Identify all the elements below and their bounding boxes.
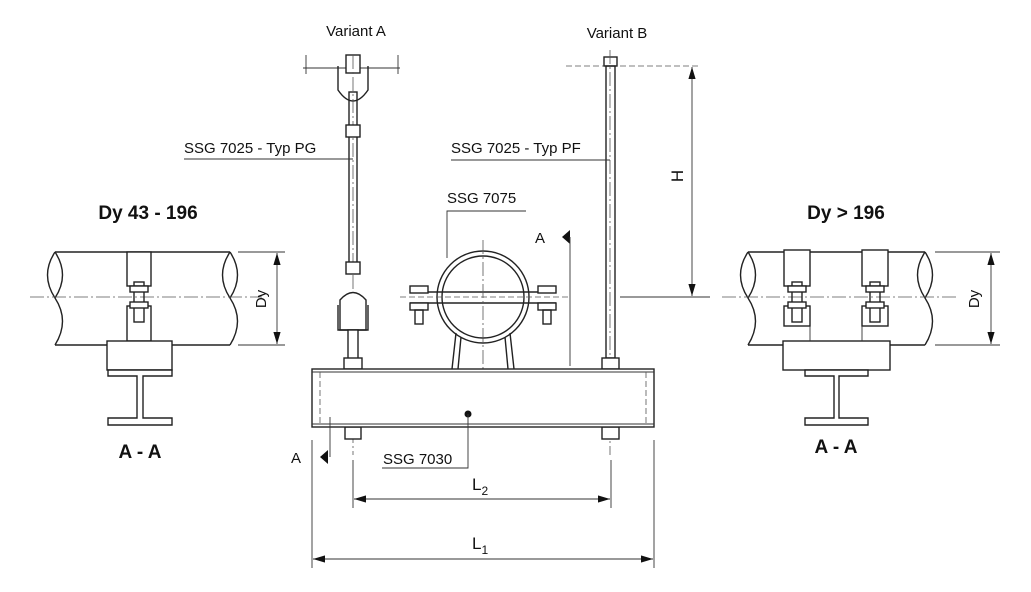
variant-b-label: Variant B: [587, 25, 648, 42]
beam-label: SSG 7030: [383, 451, 452, 468]
right-section-view: [722, 249, 1000, 426]
beam-ssg7030: [311, 368, 655, 428]
dim-l1-label: L1: [472, 534, 488, 557]
section-mark-top: A: [535, 230, 545, 247]
right-section-title: Dy > 196: [807, 203, 885, 224]
variant-a-label: Variant A: [326, 23, 386, 40]
section-mark-bottom: A: [291, 450, 301, 467]
right-dim-dy: Dy: [966, 289, 983, 308]
left-dim-dy: Dy: [253, 289, 270, 308]
typ-pg-label: SSG 7025 - Typ PG: [184, 140, 316, 157]
typ-pf-label: SSG 7025 - Typ PF: [451, 140, 581, 157]
pipe-clamp: [400, 240, 571, 395]
dim-l2-label: L2: [472, 475, 488, 498]
dim-h-label: H: [668, 170, 687, 182]
rod-variant-a: [303, 54, 400, 455]
left-section-caption: A - A: [119, 442, 162, 463]
left-section-title: Dy 43 - 196: [98, 203, 197, 224]
clamp-label: SSG 7075: [447, 190, 516, 207]
left-section-view: [30, 251, 285, 426]
main-view: [184, 50, 710, 568]
right-section-caption: A - A: [815, 437, 858, 458]
